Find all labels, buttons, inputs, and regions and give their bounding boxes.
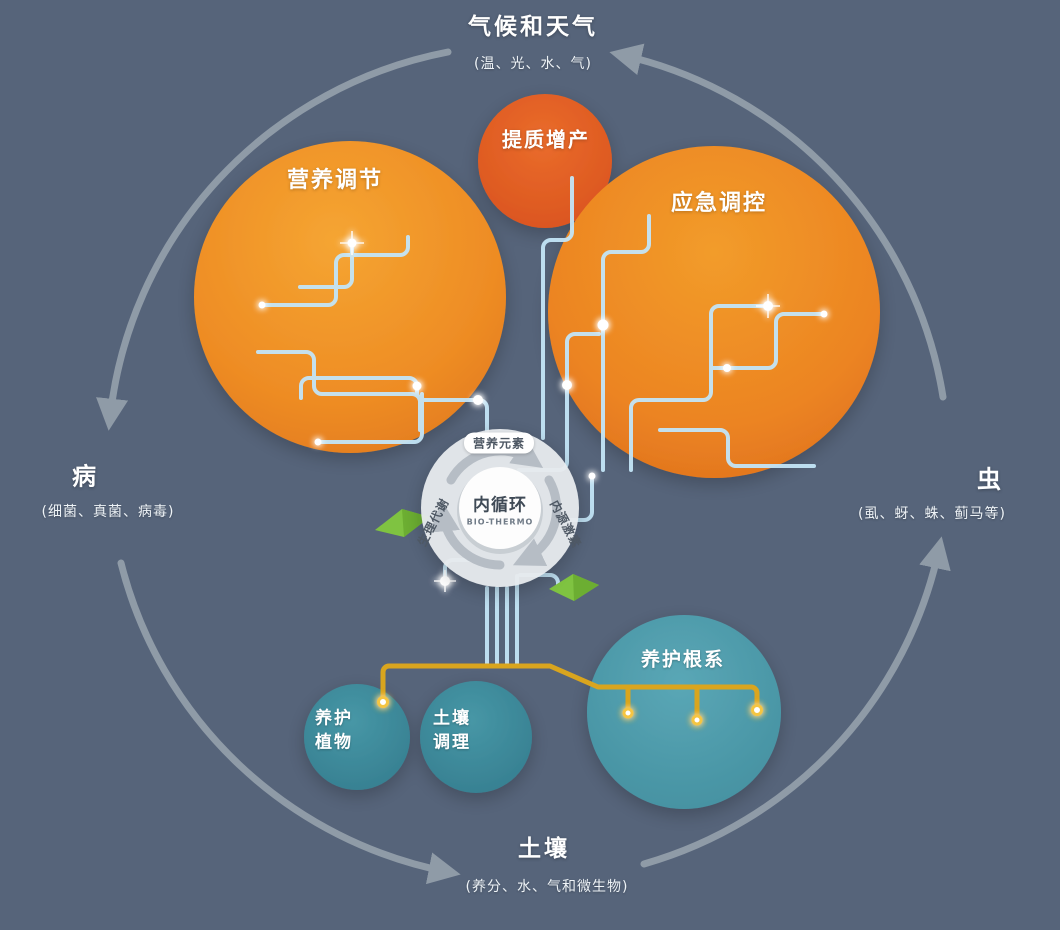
quality-circle: [478, 94, 612, 228]
nutrition-circle: [194, 141, 506, 453]
nutrition-label: 营养调节: [286, 168, 384, 193]
root-glow-node: [751, 704, 763, 716]
soil-subtitle: (养分、水、气和微生物): [465, 879, 629, 895]
glow-node: [597, 319, 609, 331]
glow-node: [412, 381, 422, 391]
circuit-lines: [256, 176, 826, 666]
core-title: 内循环: [473, 495, 527, 516]
sparkle-icon: [756, 294, 780, 318]
cycle-arc-top-right-arrow: [609, 43, 947, 401]
leaf-icon: [573, 574, 599, 601]
glow-node: [314, 438, 322, 446]
soil-title: 土壤: [518, 836, 570, 862]
sparkle-icon: [434, 570, 456, 592]
plant-care-circle: [304, 684, 410, 790]
root-glow-node: [691, 714, 703, 726]
glow-node: [562, 380, 572, 390]
disease-subtitle: (细菌、真菌、病毒): [41, 504, 175, 520]
glow-node: [258, 301, 266, 309]
climate-subtitle: (温、光、水、气): [474, 56, 592, 72]
emergency-label: 应急调控: [670, 191, 768, 216]
glow-node: [588, 472, 596, 480]
sparkle-icon: [340, 231, 364, 255]
root-care-label: 养护根系: [640, 648, 726, 671]
soil-conditioning-circle: [420, 681, 532, 793]
insect-title: 虫: [977, 465, 1001, 494]
insect-subtitle: (虱、蚜、蛛、蓟马等): [858, 506, 1006, 522]
root-care-circle: [587, 615, 781, 809]
climate-title: 气候和天气: [468, 14, 598, 40]
disease-title: 病: [72, 462, 96, 491]
root-glow-node: [622, 707, 634, 719]
cycle-arc-bottom-left-arrow: [117, 559, 461, 885]
core-inner-circle: [459, 467, 541, 549]
core-assembly: [421, 429, 579, 587]
plant-care-label-line1: 养护: [315, 708, 353, 729]
root-glow-node: [377, 696, 389, 708]
quality-label: 提质增产: [502, 127, 590, 152]
cycle-arc-bottom-right-arrow: [640, 536, 951, 868]
emergency-circle: [548, 146, 880, 478]
glow-nodes: [258, 231, 828, 726]
plant-care-label-line2: 植物: [315, 732, 353, 753]
soil-conditioning-label-line1: 土壤: [433, 708, 471, 729]
glow-node: [473, 395, 483, 405]
glow-node: [723, 364, 731, 372]
glow-node: [820, 310, 828, 318]
outer-cycle-arrows: [96, 43, 951, 885]
ring-label-nutrient-elements: 营养元素: [463, 432, 535, 454]
core-subtitle: BIO-THERMO: [466, 517, 534, 527]
cycle-arc-top-left-arrow: [96, 48, 452, 431]
soil-conditioning-label-line2: 调理: [433, 732, 471, 753]
